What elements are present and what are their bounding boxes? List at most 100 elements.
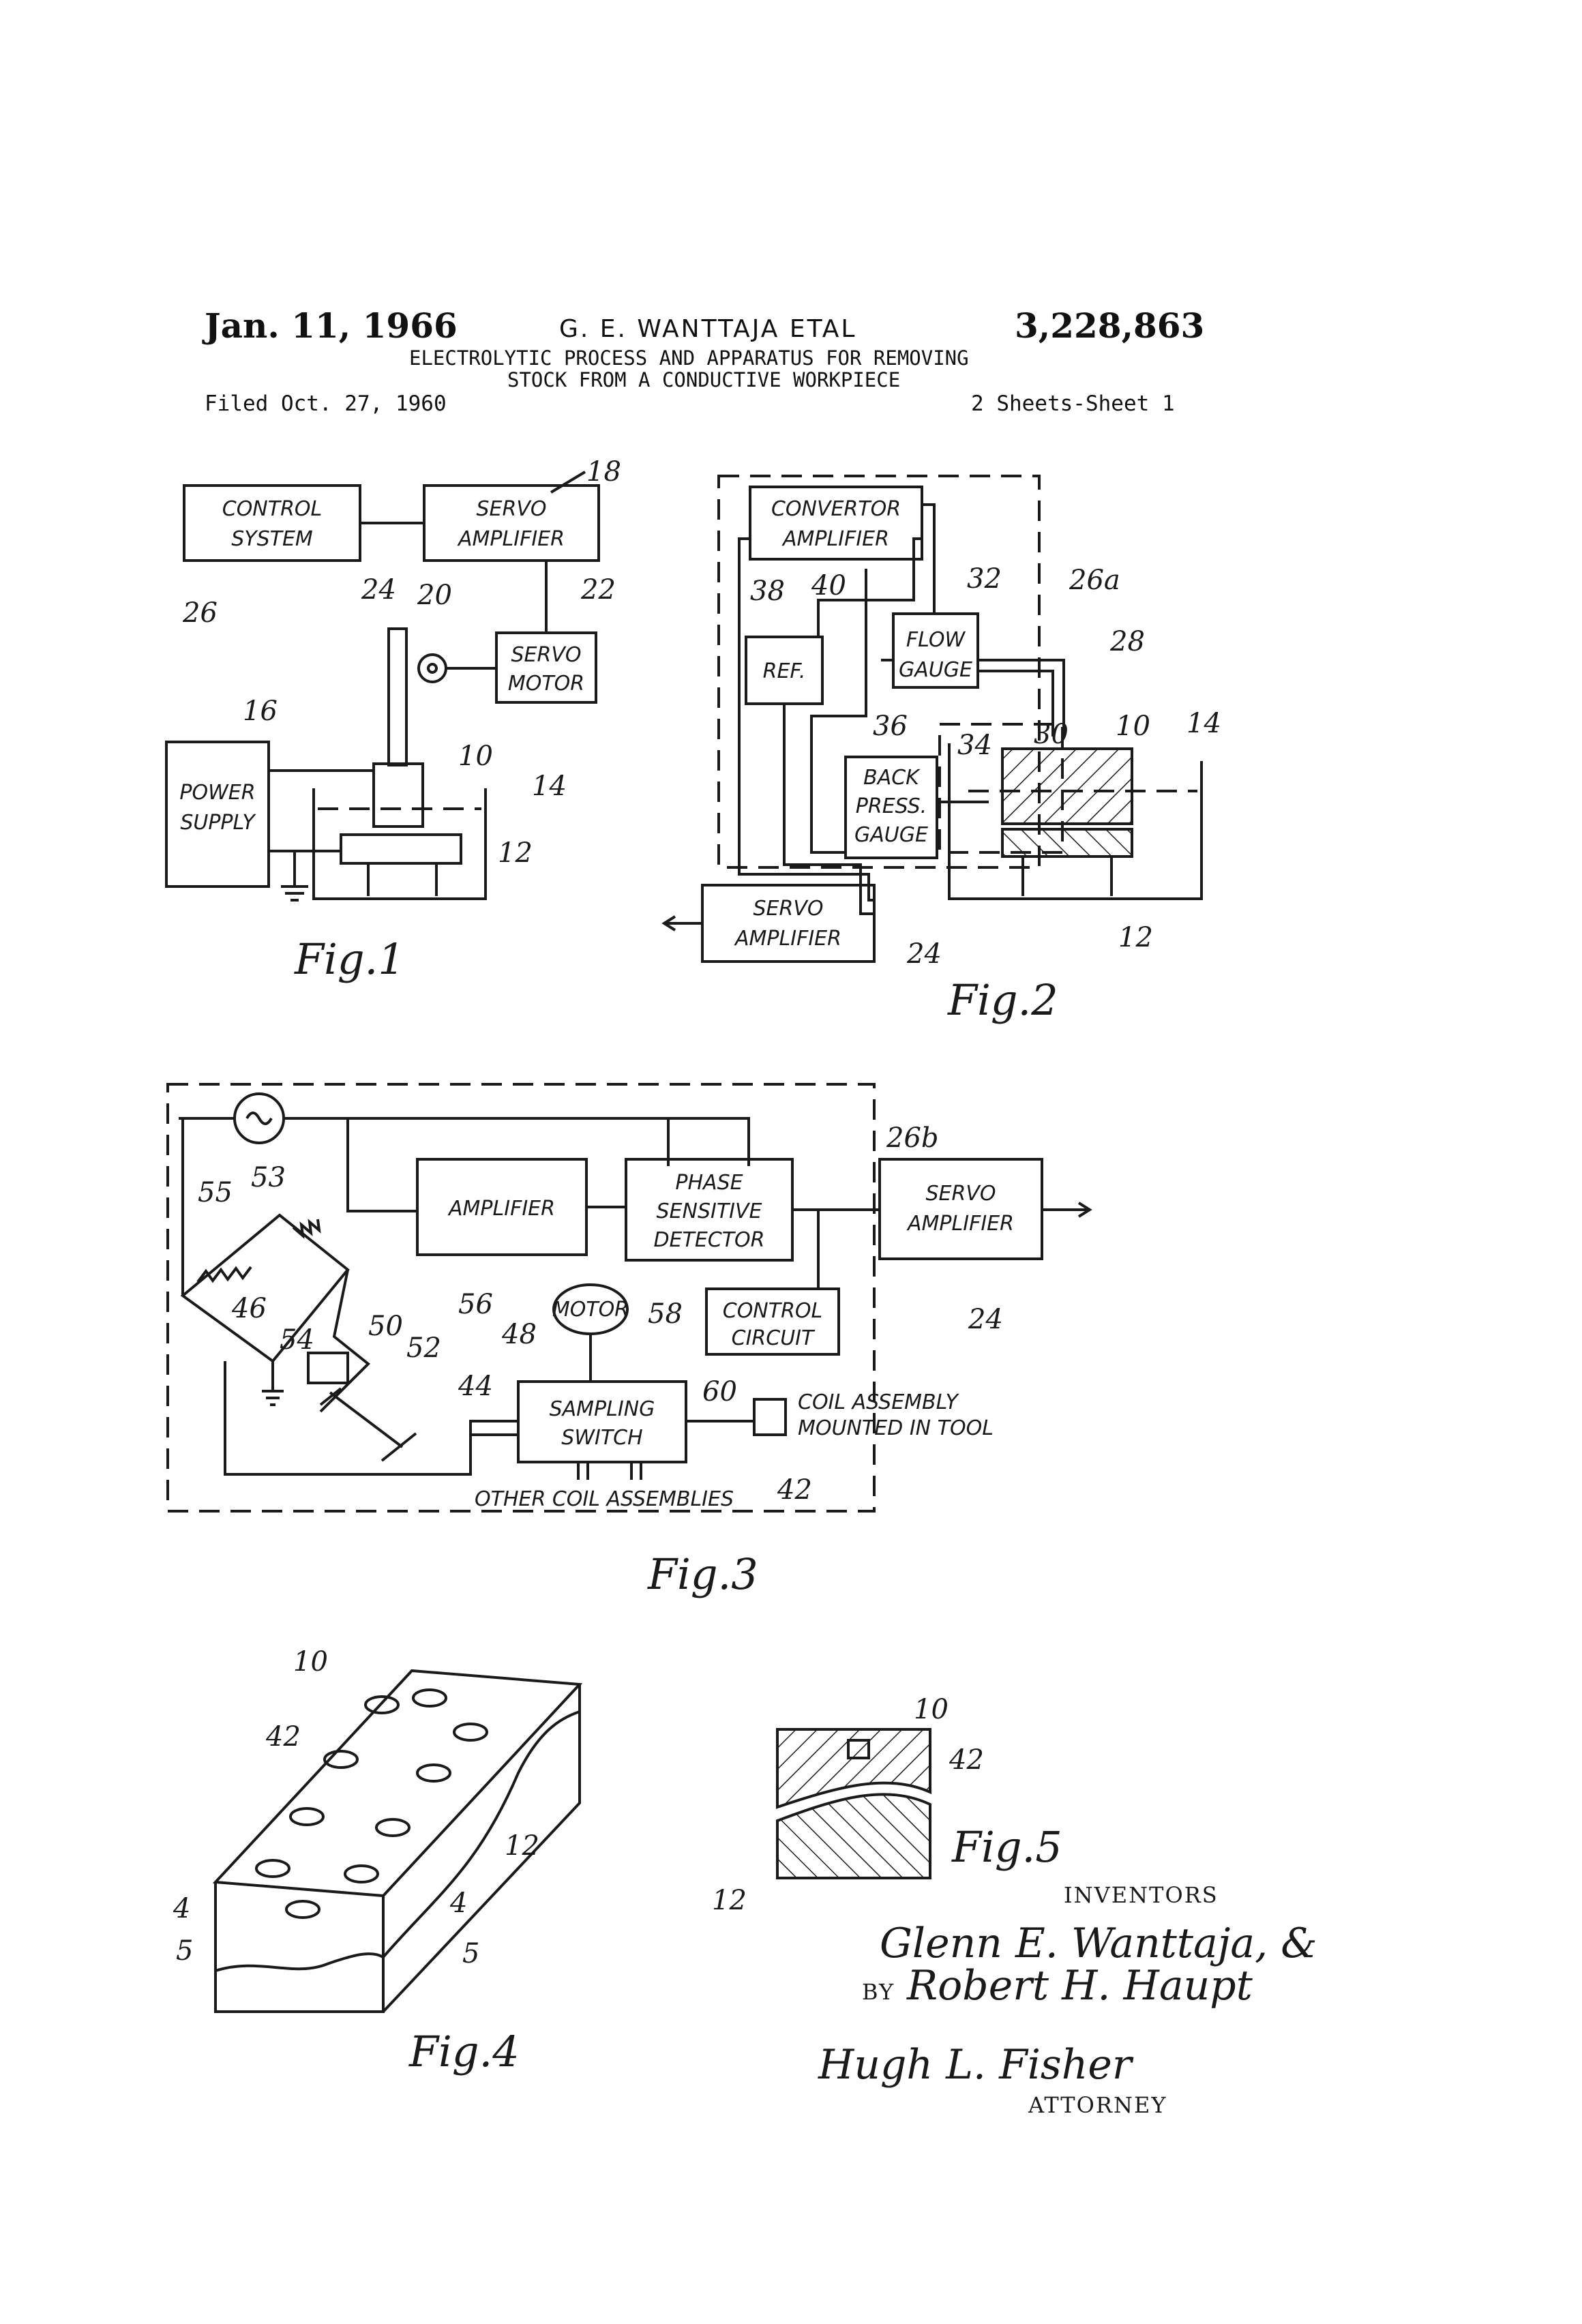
other-coils-label: OTHER COIL ASSEMBLIES [475,1487,734,1511]
ref-58: 58 [648,1298,683,1330]
output-arrow [664,917,702,930]
ground-symbol [281,887,308,900]
ref-12: 12 [505,1830,539,1862]
bridge-circuit [183,1215,348,1361]
ref-34: 34 [957,730,992,761]
workpiece-section [777,1794,930,1878]
servo-label-2: AMPLIFIER [906,1212,1014,1236]
phase-label-3: DETECTOR [653,1228,764,1252]
inventors-label: INVENTORS [1064,1882,1219,1908]
ref-14: 14 [1186,708,1221,739]
sampling-switch-block [518,1382,686,1462]
ref-24: 24 [906,938,942,970]
workpiece-hatched [1002,829,1132,856]
ref-label: REF. [763,659,806,683]
ac-symbol [247,1113,271,1124]
ref-12: 12 [498,837,533,869]
control-system-label-2: SYSTEM [231,527,313,551]
ref-20: 20 [417,580,452,611]
power-supply-label-1: POWER [179,781,255,805]
ref-32: 32 [967,563,1002,595]
servo-amplifier-label-2: AMPLIFIER [457,527,565,551]
ref-26b: 26b [886,1122,939,1154]
ref-36: 36 [873,711,908,742]
ref-18: 18 [586,456,621,488]
cutting-face-line [215,1954,383,1971]
ref-42: 42 [949,1744,984,1776]
rack-column [389,629,406,765]
fig3-caption: Fig.3 [647,1549,758,1599]
fig4-caption: Fig.4 [408,2027,520,2076]
coil-assembly [376,1819,409,1836]
ref-14: 14 [532,771,567,802]
ref-38: 38 [750,576,785,607]
ref-53: 53 [251,1162,286,1193]
ref-section-4-left: 4 [173,1893,190,1924]
ref-22: 22 [580,574,616,606]
ref-54: 54 [280,1324,314,1356]
ref-section-5-right: 5 [462,1938,479,1969]
pinion-gear [419,655,446,682]
tool-electrode [374,764,423,826]
control-system-label-1: CONTROL [222,497,323,521]
resistor-46 [198,1267,251,1282]
ref-50: 50 [368,1311,403,1342]
ref-44: 44 [458,1371,493,1402]
back-pressure-label-1: BACK [863,766,921,790]
back-pressure-label-2: PRESS. [856,794,927,818]
ref-48: 48 [501,1319,537,1350]
ref-42: 42 [777,1474,812,1506]
servo-amplifier-label-2: AMPLIFIER [734,927,841,951]
fig5-caption: Fig.5 [951,1822,1062,1872]
control-label-1: CONTROL [723,1299,823,1323]
coil-assembly [290,1808,323,1825]
power-supply-label-2: SUPPLY [180,811,256,835]
ref-10: 10 [293,1646,328,1678]
ref-10: 10 [1116,711,1150,742]
output-arrow [1042,1203,1090,1217]
coil-label-1: COIL ASSEMBLY [798,1390,959,1414]
figure-1: CONTROL SYSTEM SERVO AMPLIFIER SERVO MOT… [166,456,621,984]
probe-52 [320,1388,416,1461]
connection-line [922,505,934,614]
back-pressure-label-3: GAUGE [854,823,928,847]
ref-24: 24 [968,1304,1003,1335]
figure-5: 10 42 12 Fig.5 [712,1694,1062,1916]
motor-label: MOTOR [552,1298,629,1322]
ref-section-5-left: 5 [176,1935,193,1967]
inventor-signature-2: Robert H. Haupt [906,1962,1253,2010]
ref-42: 42 [265,1721,301,1753]
fig1-caption: Fig.1 [294,934,405,984]
ref-section-4-right: 4 [449,1888,467,1919]
converter-label-1: CONVERTOR [771,497,901,521]
amplifier-label: AMPLIFIER [447,1197,555,1221]
flow-gauge-label-2: GAUGE [899,658,972,682]
phase-label-1: PHASE [675,1171,743,1195]
figure-4: 10 42 12 4 5 4 5 Fig.4 [173,1646,580,2076]
ref-10: 10 [914,1694,949,1725]
tool-block-side [383,1684,580,2012]
probe-coil-50 [308,1353,348,1383]
ref-40: 40 [811,570,846,601]
ground-symbol [262,1361,284,1405]
ref-60: 60 [702,1376,737,1407]
ref-24: 24 [361,574,396,606]
coil-assembly [413,1690,446,1706]
coil-assembly [286,1901,319,1918]
servo-motor-label-1: SERVO [511,643,582,667]
servo-motor-label-2: MOTOR [508,672,584,696]
coil-label-2: MOUNTED IN TOOL [798,1416,994,1440]
coil-assembly [256,1860,289,1877]
fig2-caption: Fig.2 [947,975,1058,1025]
coil-leads [578,1462,641,1480]
ref-28: 28 [1109,626,1145,657]
probe-link [320,1270,368,1412]
signature-block: INVENTORS Glenn E. Wanttaja, & BY Robert… [818,1882,1317,2118]
servo-label-1: SERVO [926,1182,996,1206]
ref-56: 56 [458,1289,493,1320]
sampling-label-1: SAMPLING [550,1397,655,1421]
ref-12: 12 [712,1885,747,1916]
attorney-signature: Hugh L. Fisher [818,2041,1134,2089]
pinion-gear-hub [428,664,436,672]
control-label-2: CIRCUIT [732,1326,816,1350]
